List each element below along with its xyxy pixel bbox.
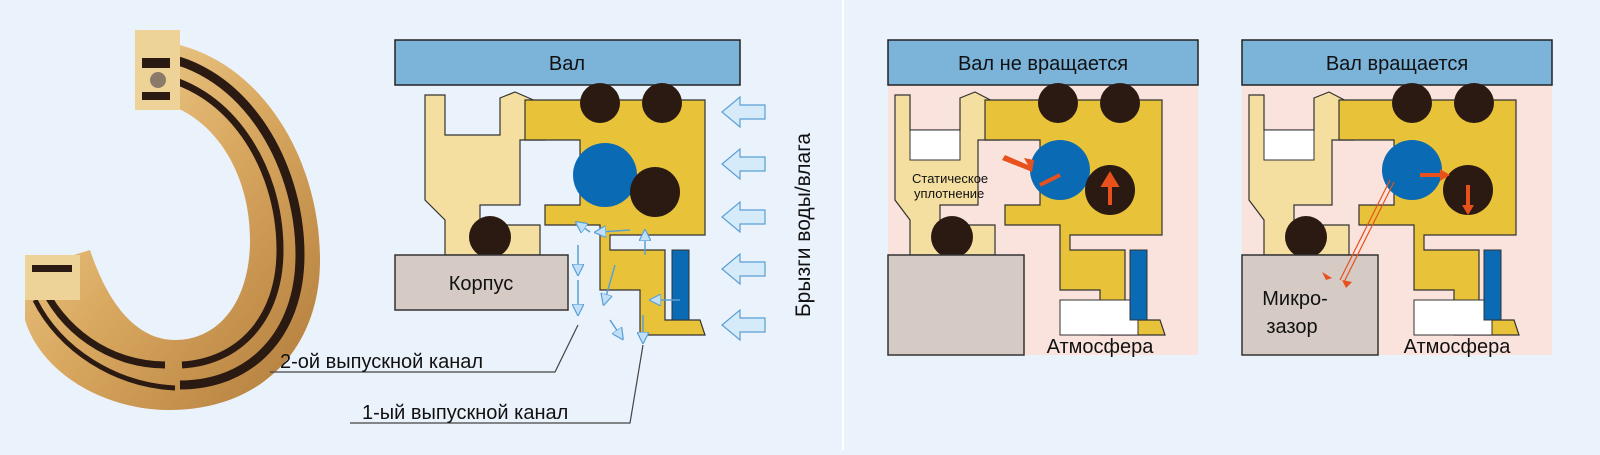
right-diagram: Вал вращается Микро- зазор Атмосфера (1241, 39, 1553, 358)
middle-shaft-label: Вал не вращается (958, 53, 1128, 75)
micro-gap-label-1: Микро- (1262, 288, 1328, 310)
middle-diagram: Вал не вращается Статическое уплотнение … (887, 39, 1199, 358)
right-shaft-label: Вал вращается (1326, 53, 1468, 75)
static-seal-label-1: Статическое (912, 171, 988, 186)
left-diagram: Вал Корпус (270, 39, 815, 424)
housing-label: Корпус (449, 273, 514, 295)
right-atmosphere-label: Атмосфера (1404, 336, 1512, 358)
micro-gap-label-2: зазор (1266, 316, 1317, 338)
static-seal-label-2: уплотнение (914, 186, 984, 201)
shaft-label: Вал (549, 53, 585, 75)
flow-arrows (578, 225, 680, 338)
spray-arrows (721, 95, 766, 342)
housing-block (394, 254, 569, 311)
spray-label: Брызги воды/влага (792, 133, 815, 318)
shaft-bar (394, 39, 741, 86)
channel1-label: 1-ый выпускной канал (362, 402, 568, 424)
channel2-label: 2-ой выпускной канал (280, 351, 483, 373)
middle-atmosphere-label: Атмосфера (1047, 336, 1155, 358)
seal-ring-3d-illustration (25, 30, 320, 410)
